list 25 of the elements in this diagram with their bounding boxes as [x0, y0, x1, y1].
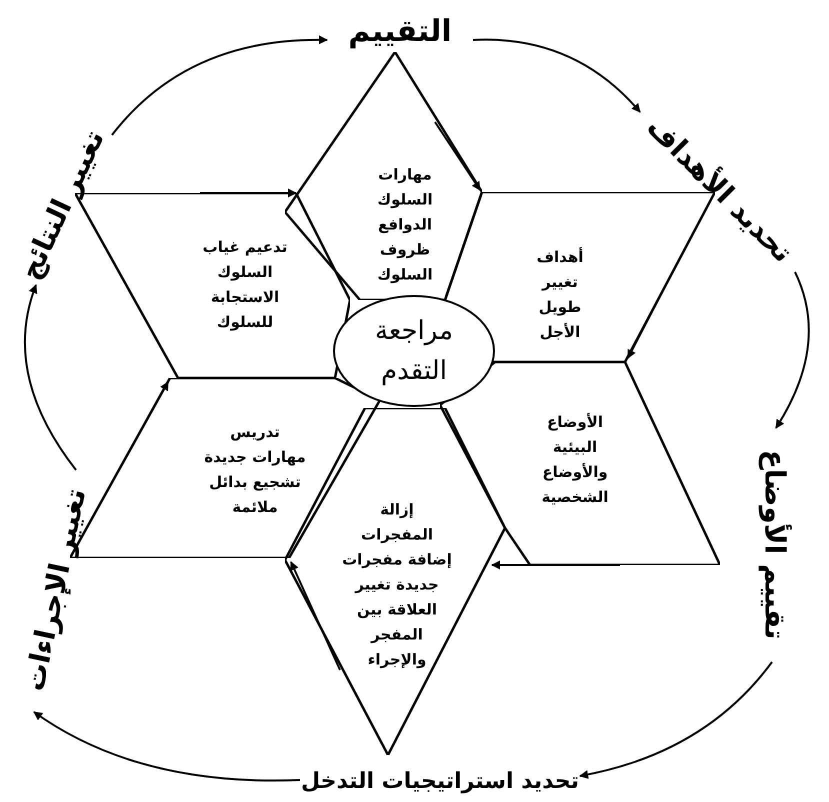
arrow	[119, 381, 169, 468]
arrow	[579, 661, 773, 779]
segment-text: إزالة المفجرات إضافة مفجرات جديدة تغيير العلاقة بين المفجر والإجراء	[342, 500, 452, 670]
cycle-stage-label: تحديد الأهداف	[618, 88, 822, 292]
center-text: مراجعة التقدم	[374, 315, 454, 388]
arrow	[627, 276, 671, 359]
arrow	[200, 188, 297, 198]
arrow	[24, 284, 77, 471]
arrow	[491, 560, 620, 570]
arrow	[111, 36, 328, 136]
cycle-stage-label: تقييم الأوضاع	[755, 430, 795, 660]
cycle-stage-label: تحديد استراتيجيات التدخل	[275, 766, 605, 798]
cycle-stage-label: تغيير الإجراءات	[10, 464, 100, 716]
arrow	[775, 272, 810, 429]
segment-text: تدريس مهارات جديدة تشجيع بدائل ملائمة	[203, 422, 307, 518]
arrow	[33, 711, 300, 782]
cycle-stage-label: تغيير النتائج	[2, 106, 122, 304]
segment-text: مهارات السلوك الدوافع ظروف السلوك	[376, 164, 434, 286]
segment-text: تدعيم غياب السلوك الاستجابة للسلوك	[202, 237, 288, 333]
arrow	[472, 38, 641, 113]
arrow	[434, 121, 481, 191]
cycle-stage-label: التقييم	[325, 11, 475, 53]
arrow	[290, 561, 341, 670]
segment-text: الأوضاع البيئية والأوضاع الشخصية	[540, 412, 610, 508]
segment-text: أهداف تغيير طويل الأجل	[536, 246, 584, 343]
